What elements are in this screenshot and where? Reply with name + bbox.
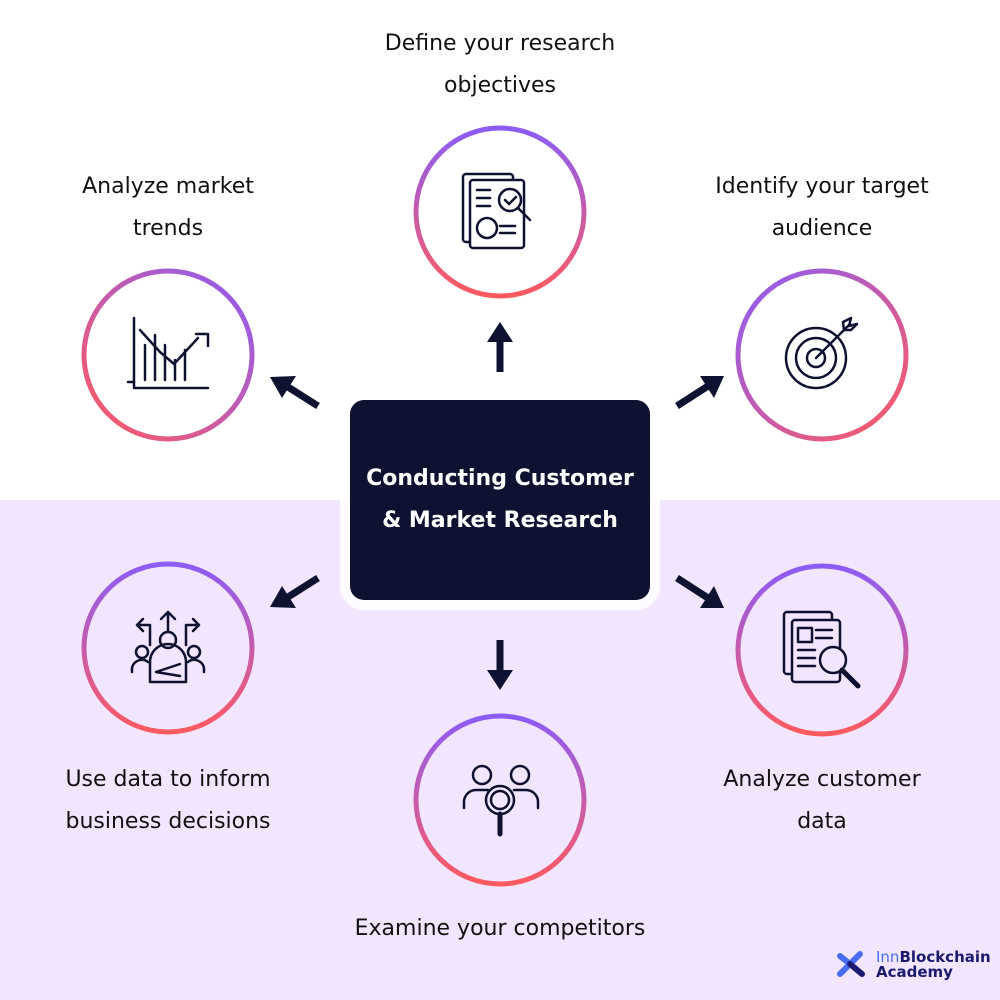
label-line: business decisions bbox=[65, 809, 271, 834]
arrow-up-left-icon bbox=[270, 376, 320, 409]
label-line: Define your research bbox=[384, 31, 616, 56]
target-icon bbox=[784, 316, 859, 390]
label-line: Identify your target bbox=[715, 174, 929, 199]
label-line: Use data to inform bbox=[65, 767, 271, 792]
decision-icon bbox=[130, 610, 206, 684]
logo-brand-prefix: Inn bbox=[876, 948, 900, 966]
label-competitors: Examine your competitors bbox=[300, 908, 700, 950]
ring-target-audience bbox=[735, 268, 909, 442]
logo-text: InnBlockchain Academy bbox=[876, 950, 991, 980]
report-search-icon bbox=[782, 610, 861, 689]
label-line: Analyze customer bbox=[723, 767, 921, 792]
arrow-up-icon bbox=[487, 322, 513, 372]
logo-brand-rest: Blockchain bbox=[899, 948, 991, 966]
center-title: Conducting Customer & Market Research bbox=[366, 466, 634, 533]
label-market-trends: Analyze market trends bbox=[18, 166, 318, 250]
competitors-search-icon bbox=[462, 764, 540, 837]
arrow-down-icon bbox=[487, 640, 513, 690]
arrow-down-left-icon bbox=[270, 575, 320, 608]
label-define-objectives: Define your research objectives bbox=[350, 23, 650, 107]
arrow-up-right-icon bbox=[675, 376, 724, 409]
label-decisions: Use data to inform business decisions bbox=[18, 759, 318, 843]
label-target-audience: Identify your target audience bbox=[672, 166, 972, 250]
label-line: trends bbox=[132, 216, 204, 241]
logo: InnBlockchain Academy bbox=[836, 950, 991, 980]
label-customer-data: Analyze customer data bbox=[672, 759, 972, 843]
label-line: objectives bbox=[444, 73, 556, 98]
logo-sub: Academy bbox=[876, 963, 953, 981]
ring-market-trends bbox=[81, 268, 255, 442]
trend-chart-icon bbox=[126, 316, 210, 390]
label-line: Analyze market bbox=[82, 174, 254, 199]
arrow-down-right-icon bbox=[675, 575, 724, 608]
document-search-icon bbox=[461, 172, 532, 250]
logo-mark-icon bbox=[837, 951, 865, 977]
label-line: Examine your competitors bbox=[354, 916, 646, 941]
label-line: data bbox=[797, 809, 847, 834]
center-title-box: Conducting Customer & Market Research bbox=[350, 400, 650, 600]
label-line: audience bbox=[771, 216, 873, 241]
